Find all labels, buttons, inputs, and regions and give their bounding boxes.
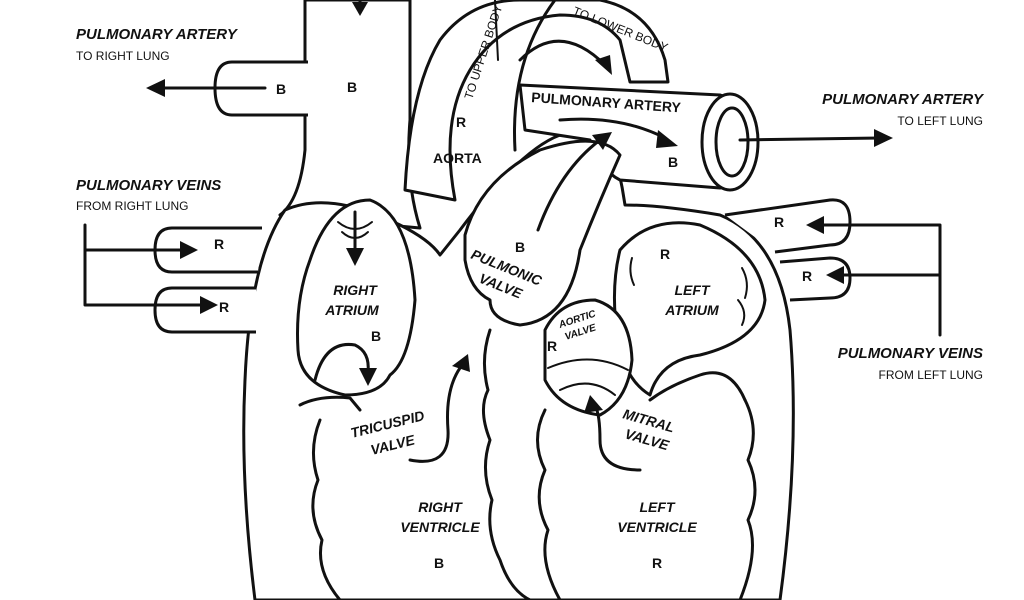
mitral-flap: [648, 371, 747, 402]
arrow-pv-right-bracket: [83, 223, 207, 307]
left-atrium-label-2: ATRIUM: [664, 302, 719, 318]
pulmonic-valve-region: [463, 139, 622, 327]
arrow-upper-body: [513, 0, 557, 152]
left-ventricle-wall: [738, 398, 757, 600]
arrow-pulmonic-up: [536, 138, 602, 232]
la-texture-2: [741, 267, 748, 299]
left-atrium-label-1: LEFT: [675, 282, 711, 298]
arrow-pv-right-upper-head: [180, 241, 198, 259]
arrow-rv-up-head: [452, 354, 470, 372]
left-ventricle-label-2: VENTRICLE: [617, 519, 697, 535]
arrow-ra-down-head: [346, 248, 364, 266]
pa-right-title: PULMONARY ARTERY: [76, 26, 239, 43]
aorta-branch-line: [494, 0, 499, 61]
pv-right-title: PULMONARY VEINS: [76, 177, 221, 194]
marker-b-right-atrium: B: [371, 328, 381, 344]
right-atrium-label-1: RIGHT: [333, 282, 378, 298]
la-texture-3: [737, 299, 746, 326]
aorta-arch: [403, 0, 670, 202]
aortic-valve-cusp-2: [559, 382, 616, 396]
right-atrium-label-2: ATRIUM: [324, 302, 379, 318]
arrow-pa-trunk: [558, 117, 667, 140]
pv-left-sub: FROM LEFT LUNG: [879, 368, 983, 382]
ra-swirl-1: [337, 221, 373, 230]
marker-b-pa-left: B: [668, 154, 678, 170]
marker-b-pulmonic: B: [515, 239, 525, 255]
la-texture-1: [629, 257, 635, 286]
aorta-label: AORTA: [433, 150, 482, 166]
marker-r-aorta: R: [456, 114, 466, 130]
left-ventricle-label-1: LEFT: [640, 499, 676, 515]
arrow-ra-to-tricuspid-head: [359, 368, 377, 386]
marker-r-pv-left-lower: R: [802, 268, 812, 284]
right-ventricle-wall: [311, 418, 342, 600]
arrow-lower-body: [518, 39, 607, 67]
aortic-valve-cusp: [547, 358, 629, 371]
marker-r-left-ventricle: R: [652, 555, 662, 571]
arrow-rv-up: [408, 366, 462, 463]
right-ventricle-label-2: VENTRICLE: [400, 519, 480, 535]
pa-left-title: PULMONARY ARTERY: [822, 91, 985, 108]
pv-right-sub: FROM RIGHT LUNG: [76, 199, 188, 213]
marker-r-left-atrium: R: [660, 246, 670, 262]
septum-left-edge: [482, 328, 532, 600]
arrow-to-left-lung: [738, 136, 882, 142]
pa-left-sub: TO LEFT LUNG: [897, 114, 983, 128]
marker-r-aortic: R: [547, 338, 557, 354]
septum-right-edge: [536, 408, 562, 600]
arrow-lower-body-head: [595, 55, 612, 75]
left-pulmonary-vein-lower: [779, 256, 852, 302]
marker-b-pa-right: B: [276, 81, 286, 97]
pv-left-title: PULMONARY VEINS: [838, 345, 983, 362]
arrow-lv-up-head: [584, 395, 603, 413]
arrow-ra-to-tricuspid: [313, 342, 370, 382]
marker-b-right-ventricle: B: [434, 555, 444, 571]
marker-r-pv-left-upper: R: [774, 214, 784, 230]
arrow-pv-left-lower-head: [826, 266, 844, 284]
arrow-svc-down-head: [352, 2, 368, 16]
marker-b-svc: B: [347, 79, 357, 95]
left-pulmonary-vein-upper: [724, 198, 852, 254]
right-ventricle-label-1: RIGHT: [418, 499, 463, 515]
marker-r-pv-right-lower: R: [219, 299, 229, 315]
arrow-to-left-lung-head: [874, 129, 893, 147]
arrow-pulmonic-up-head: [592, 132, 612, 150]
ra-swirl-2: [341, 231, 369, 239]
arrow-pa-trunk-head: [656, 130, 678, 148]
arrow-pv-left-upper-head: [806, 216, 824, 234]
pulmonary-trunk-inner: [714, 106, 750, 178]
arrow-pv-left-bracket: [818, 223, 942, 337]
marker-r-pv-right-upper: R: [214, 236, 224, 252]
tricuspid-flap: [298, 395, 362, 412]
right-atrium-chamber: [296, 198, 417, 397]
arrow-to-right-lung-head: [146, 79, 165, 97]
arrow-pv-right-lower-head: [200, 296, 218, 314]
pa-right-sub: TO RIGHT LUNG: [76, 49, 170, 63]
arrow-lv-up: [593, 403, 642, 472]
